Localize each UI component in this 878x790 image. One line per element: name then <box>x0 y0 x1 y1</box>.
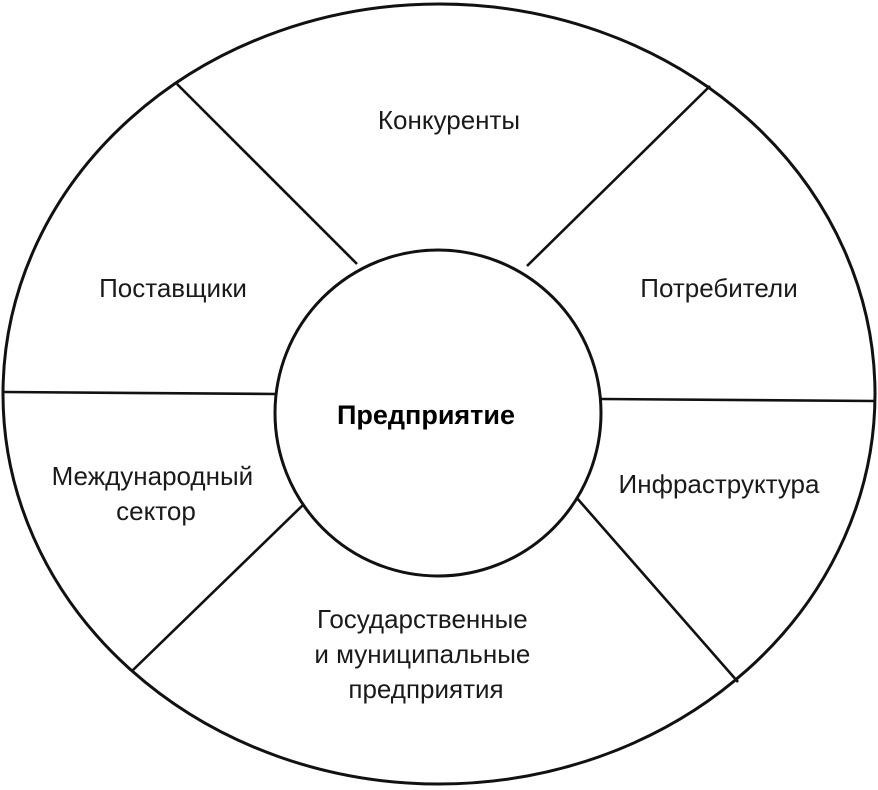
divider-postavshchiki-konkurenty <box>176 83 358 265</box>
divider-infrastruktura-gosudarstvennye <box>575 496 739 683</box>
segment-label-postavshchiki: Поставщики <box>99 273 247 303</box>
inner-circle <box>273 248 603 578</box>
segment-label-mezhdunarodny: Международный сектор <box>52 461 261 526</box>
divider-konkurenty-potrebiteli <box>526 85 711 267</box>
segment-label-potrebiteli: Потребители <box>640 273 797 303</box>
segment-line: Потребители <box>640 273 797 303</box>
segment-label-gosudarstvennye: Государственные и муниципальные предприя… <box>314 604 537 704</box>
segment-line: Международный <box>52 461 254 491</box>
segment-line: Конкуренты <box>378 105 520 135</box>
segment-line: сектор <box>116 496 196 526</box>
center-label: Предприятие <box>337 400 515 430</box>
divider-potrebiteli-infrastruktura <box>600 397 876 403</box>
segment-label-konkurenty: Конкуренты <box>378 105 520 135</box>
segment-line: и муниципальные <box>314 639 530 669</box>
segment-line: предприятия <box>348 674 503 704</box>
divider-mezhdunarodny-postavshchiki <box>3 390 277 396</box>
divider-gosudarstvennye-mezhdunarodny <box>132 503 305 671</box>
segment-line: Инфраструктура <box>619 469 820 499</box>
segment-line: Государственные <box>317 604 528 634</box>
segment-label-infrastruktura: Инфраструктура <box>619 469 820 499</box>
segment-line: Поставщики <box>99 273 247 303</box>
